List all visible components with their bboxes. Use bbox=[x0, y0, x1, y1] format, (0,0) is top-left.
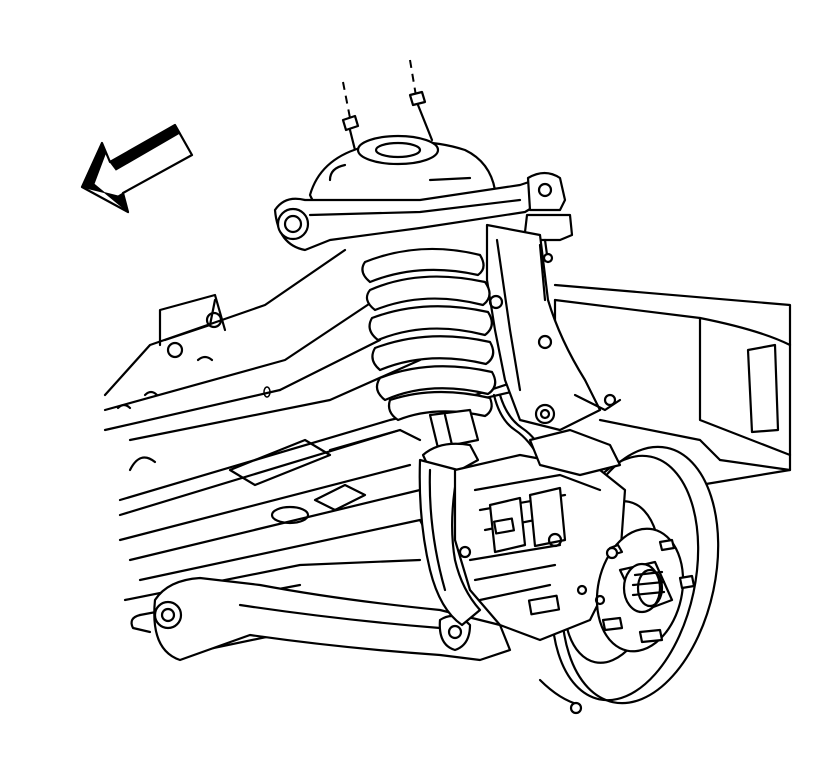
steering-knuckle bbox=[485, 223, 622, 432]
vehicle-frame-rail bbox=[103, 248, 792, 657]
direction-arrow-icon bbox=[80, 123, 194, 214]
wheel-hub bbox=[576, 527, 696, 653]
steering-knuckle-lower bbox=[418, 458, 482, 627]
mounting-studs bbox=[341, 59, 434, 172]
shock-absorber bbox=[421, 408, 480, 472]
lower-control-arm bbox=[130, 576, 512, 662]
coil-spring bbox=[361, 247, 497, 422]
